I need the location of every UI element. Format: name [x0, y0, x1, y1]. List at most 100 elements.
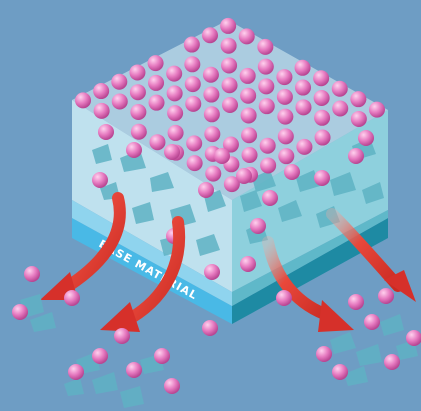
particle — [75, 92, 91, 108]
particle — [278, 148, 294, 164]
particle — [332, 100, 348, 116]
particle — [12, 304, 28, 320]
particle — [214, 148, 230, 164]
particle — [348, 294, 364, 310]
particle — [295, 60, 311, 76]
particle — [92, 172, 108, 188]
particle — [241, 107, 257, 123]
particle — [277, 89, 293, 105]
particle — [222, 77, 238, 93]
fragment — [64, 378, 84, 396]
particle — [203, 67, 219, 83]
particle — [94, 103, 110, 119]
particle — [129, 64, 145, 80]
particle — [369, 102, 385, 118]
particle — [260, 157, 276, 173]
particle — [241, 127, 257, 143]
particle — [236, 168, 252, 184]
particle — [276, 69, 292, 85]
particle — [131, 124, 147, 140]
fragment — [380, 314, 404, 336]
particle — [154, 348, 170, 364]
particle — [364, 314, 380, 330]
particle — [204, 126, 220, 142]
particle — [258, 78, 274, 94]
particle — [202, 27, 218, 43]
particle — [284, 164, 300, 180]
particle — [92, 348, 108, 364]
particle — [314, 110, 330, 126]
particle — [295, 80, 311, 96]
fragment — [120, 386, 144, 408]
fragment — [356, 344, 382, 366]
particle — [250, 218, 266, 234]
particle — [93, 83, 109, 99]
particle — [315, 130, 331, 146]
particle — [221, 57, 237, 73]
particle — [130, 84, 146, 100]
particle — [278, 128, 294, 144]
particle — [64, 290, 80, 306]
particle — [277, 109, 293, 125]
particle — [204, 264, 220, 280]
particle — [202, 320, 218, 336]
particle — [221, 38, 237, 54]
particle — [316, 346, 332, 362]
particle — [198, 182, 214, 198]
particle — [259, 98, 275, 114]
particle — [351, 111, 367, 127]
particle — [184, 56, 200, 72]
particle — [205, 166, 221, 182]
particle — [239, 28, 255, 44]
particle — [314, 90, 330, 106]
particle — [296, 139, 312, 155]
particle — [378, 288, 394, 304]
particle — [240, 88, 256, 104]
particle — [148, 75, 164, 91]
particle — [220, 18, 236, 34]
particle — [313, 70, 329, 86]
particle — [350, 91, 366, 107]
particle — [186, 135, 202, 151]
particle — [167, 85, 183, 101]
particle — [262, 190, 278, 206]
particle — [149, 134, 165, 150]
particle — [348, 148, 364, 164]
particle — [257, 39, 273, 55]
particle — [185, 76, 201, 92]
particle — [130, 104, 146, 120]
particle — [184, 37, 200, 53]
particle — [114, 328, 130, 344]
particle — [111, 74, 127, 90]
particle — [260, 138, 276, 154]
particle — [314, 170, 330, 186]
particle — [126, 142, 142, 158]
particle — [242, 147, 258, 163]
particle — [185, 96, 201, 112]
fragment — [92, 372, 118, 394]
particle — [187, 155, 203, 171]
particle — [24, 266, 40, 282]
fragment — [330, 332, 356, 354]
fragment — [344, 366, 368, 386]
particle — [148, 55, 164, 71]
particle — [222, 97, 238, 113]
particle — [384, 354, 400, 370]
particle — [168, 125, 184, 141]
particle — [98, 124, 114, 140]
particle — [204, 106, 220, 122]
particle — [149, 95, 165, 111]
particle — [240, 256, 256, 272]
particle — [112, 94, 128, 110]
particle — [332, 81, 348, 97]
particle — [240, 68, 256, 84]
particle — [167, 105, 183, 121]
particle — [203, 87, 219, 103]
particle — [164, 144, 180, 160]
particle — [166, 66, 182, 82]
particle — [164, 378, 180, 394]
particle — [126, 362, 142, 378]
particle — [358, 130, 374, 146]
particle — [258, 59, 274, 75]
